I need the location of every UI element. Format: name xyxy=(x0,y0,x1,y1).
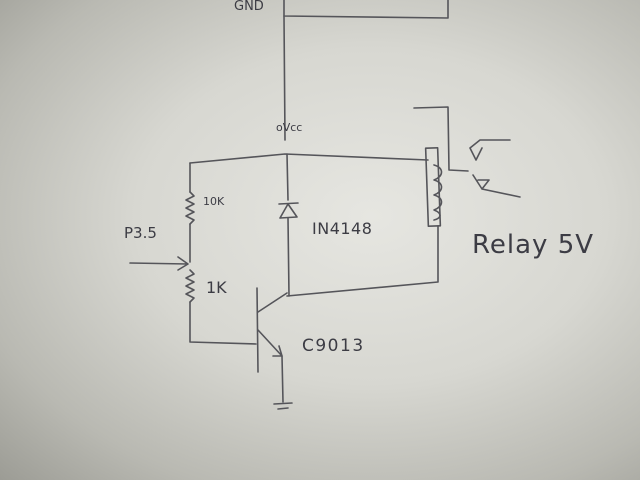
relay-armature xyxy=(413,106,469,172)
center-vertical-wire xyxy=(283,15,286,141)
diode-1n4148 xyxy=(278,202,299,219)
ground-symbol xyxy=(273,402,293,410)
resistor-10k-label: 10K xyxy=(203,195,225,208)
resistor-1k xyxy=(185,269,195,303)
transistor-label: C9013 xyxy=(302,336,365,356)
resistor-1k-label: 1K xyxy=(206,278,227,297)
gnd-label: GND xyxy=(234,0,264,14)
diode-wire-top xyxy=(286,153,289,201)
resistor-10k xyxy=(185,191,195,225)
collector-to-relay-wire xyxy=(286,225,439,297)
relay-contact-upper xyxy=(469,139,511,161)
relay-coil-winding xyxy=(433,164,443,221)
relay-contact-lower xyxy=(472,174,521,198)
diode-label: IN4148 xyxy=(312,219,373,238)
input-arrow xyxy=(129,256,189,271)
relay-coil-body xyxy=(424,147,442,227)
diode-wire-bottom xyxy=(287,217,290,297)
gnd-box xyxy=(283,0,449,19)
input-pin-label: P3.5 xyxy=(124,224,157,242)
transistor-collector xyxy=(257,292,288,313)
vcc-label: oVcc xyxy=(276,121,303,134)
transistor-emitter xyxy=(257,329,283,357)
base-wire xyxy=(189,301,257,345)
vcc-rail xyxy=(189,153,429,164)
relay-label: Relay 5V xyxy=(472,230,595,260)
emitter-wire xyxy=(281,355,284,403)
